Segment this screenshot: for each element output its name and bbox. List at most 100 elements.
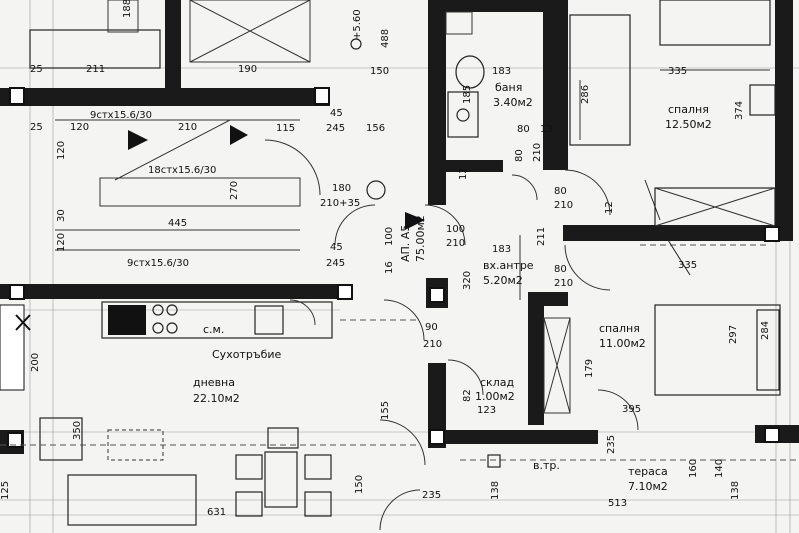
dim-235-a: 235 <box>606 435 617 454</box>
bathroom-area: 3.40м2 <box>493 96 533 109</box>
dim-123: 123 <box>477 405 496 416</box>
bedroom1-name: спалня <box>668 103 709 116</box>
dim-183-top: 183 <box>492 66 511 77</box>
dim-115: 115 <box>276 123 295 134</box>
dim-335-top: 335 <box>668 66 687 77</box>
dim-513: 513 <box>608 498 627 509</box>
dim-80-d: 80 <box>554 264 567 275</box>
bathroom-sink <box>447 91 479 138</box>
wall-right-upper <box>775 0 793 241</box>
columns <box>7 87 780 448</box>
dim-25-a: 25 <box>30 64 43 75</box>
dim-16: 16 <box>384 261 395 274</box>
wall-bath-top <box>443 0 543 12</box>
column-2 <box>314 87 330 105</box>
dim-82: 82 <box>462 389 473 402</box>
bedroom2-area: 11.00м2 <box>599 337 646 350</box>
dim-120-c: 120 <box>56 233 67 252</box>
wardrobe <box>569 14 631 146</box>
dim-45-a: 45 <box>330 108 343 119</box>
upper-left-features <box>29 0 311 69</box>
dim-190: 190 <box>238 64 257 75</box>
staircase <box>55 119 301 251</box>
dim-160: 160 <box>688 459 699 478</box>
dim-179: 179 <box>584 359 595 378</box>
dryer-label: Сухотръбие <box>212 348 282 361</box>
dim-80-c: 80 <box>554 186 567 197</box>
stair-arrow-1 <box>128 130 148 150</box>
bed-2 <box>654 304 781 396</box>
dim-13: 13 <box>540 124 553 135</box>
dim-245-b: 245 <box>326 258 345 269</box>
dim-138-a: 138 <box>490 481 501 500</box>
dim-100-b: 100 <box>446 224 465 235</box>
terrace-name: тераса <box>628 465 668 478</box>
kitchen-counter <box>101 301 333 339</box>
dim-100-a: 100 <box>384 227 395 246</box>
bedroom1-area: 12.50м2 <box>665 118 712 131</box>
stair-landing <box>99 177 301 207</box>
dim-235-b: 235 <box>422 490 441 501</box>
dim-80-b: 80 <box>514 149 525 162</box>
dimension-lines <box>0 69 799 461</box>
dim-120-a: 120 <box>70 122 89 133</box>
bathroom-name: баня <box>495 81 522 94</box>
column-7 <box>429 429 445 445</box>
entrance-arrow-icon <box>405 212 425 230</box>
toilet <box>455 55 485 89</box>
bathroom-fixtures <box>445 11 485 138</box>
stair-label-top: 9стх15.6/30 <box>90 110 152 121</box>
dim-12-b: 12 <box>604 201 615 214</box>
dim-150: 150 <box>370 66 389 77</box>
dim-155: 155 <box>380 401 391 420</box>
dim-374: 374 <box>734 101 745 120</box>
dim-90: 90 <box>425 322 438 333</box>
stair-arrow-line <box>114 119 231 181</box>
bedroom2-name: спалня <box>599 322 640 335</box>
dim-631: 631 <box>207 507 226 518</box>
wall-terrace-top <box>428 430 598 444</box>
dim-245-a: 245 <box>326 123 345 134</box>
dim-270: 270 <box>229 181 240 200</box>
dim-183-mid: 183 <box>492 244 511 255</box>
column-1 <box>9 87 25 105</box>
dim-210-f: 210 <box>423 339 442 350</box>
dim-156: 156 <box>366 123 385 134</box>
wall-lower-stair <box>0 284 345 299</box>
wc-name: в.тр. <box>533 459 560 472</box>
column-5 <box>429 287 445 303</box>
living-name: дневна <box>193 376 235 389</box>
dim-level: +5.60 <box>352 9 363 40</box>
kitchen-sink <box>254 305 284 335</box>
dim-211: 211 <box>86 64 105 75</box>
dim-211-mid: 211 <box>536 227 547 246</box>
bedroom2-furniture <box>543 304 781 414</box>
entrance-name: вх.антре <box>483 259 534 272</box>
dim-395: 395 <box>622 404 641 415</box>
stove <box>108 305 146 335</box>
wall-bath-left <box>428 0 446 205</box>
entrance-area: 5.20м2 <box>483 274 523 287</box>
dim-210-35: 210+35 <box>320 198 360 209</box>
column-3 <box>9 284 25 300</box>
dim-125: 125 <box>0 481 11 500</box>
storage-name: склад <box>480 376 514 389</box>
symbols <box>15 38 691 468</box>
bed-1 <box>659 0 771 46</box>
dim-120-b: 120 <box>56 141 67 160</box>
sofa <box>67 474 197 526</box>
stair-arrow-2 <box>230 125 248 145</box>
wall-storage-right <box>528 305 544 425</box>
kitchen <box>101 299 333 339</box>
wall-bed2-top <box>528 292 568 306</box>
kitchen-label: с.м. <box>203 323 224 336</box>
dim-150-b: 150 <box>354 475 365 494</box>
dim-180: 180 <box>332 183 351 194</box>
dim-185: 185 <box>462 85 473 104</box>
living-area: 22.10м2 <box>193 392 240 405</box>
wall-bedroom-divider <box>563 225 793 241</box>
dim-335-mid: 335 <box>678 260 697 271</box>
dim-284: 284 <box>760 321 771 340</box>
dim-488: 488 <box>380 29 391 48</box>
